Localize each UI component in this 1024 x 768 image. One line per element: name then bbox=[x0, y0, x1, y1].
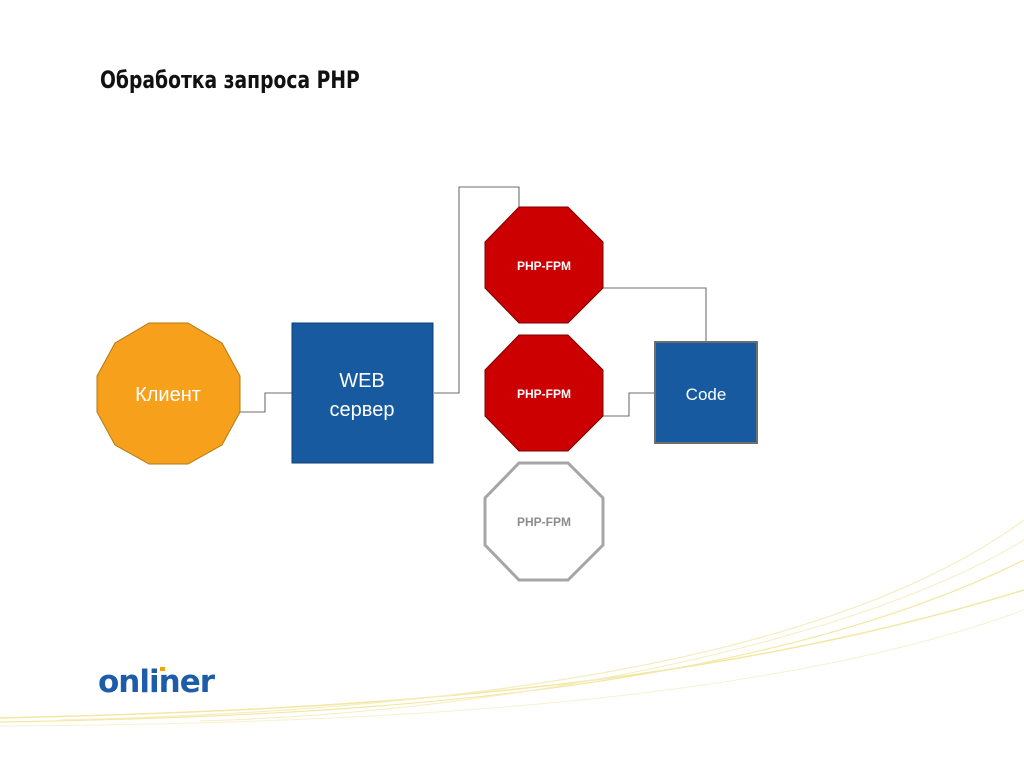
php-fpm-node-1: PHP-FPM bbox=[484, 206, 604, 324]
connector-phpfpm1-code bbox=[603, 287, 707, 342]
onliner-logo-text: onliner bbox=[98, 664, 216, 700]
php-fpm-1-label: PHP-FPM bbox=[517, 259, 571, 273]
connector-client-web bbox=[240, 392, 292, 413]
php-fpm-node-3: PHP-FPM bbox=[483, 461, 605, 582]
php-fpm-node-2: PHP-FPM bbox=[484, 334, 604, 452]
client-label: Клиент bbox=[135, 384, 201, 406]
web-server-label-line1: WEB bbox=[339, 370, 385, 392]
code-node: Code bbox=[654, 341, 758, 444]
logo-accent-mark bbox=[160, 667, 165, 671]
connectors bbox=[240, 186, 707, 417]
onliner-logo: onliner bbox=[98, 664, 217, 700]
php-fpm-2-label: PHP-FPM bbox=[517, 387, 571, 401]
code-label: Code bbox=[686, 385, 727, 404]
connector-phpfpm2-code bbox=[603, 392, 655, 417]
client-node: Клиент bbox=[96, 322, 241, 465]
decorative-curves bbox=[0, 519, 1024, 727]
php-fpm-3-label: PHP-FPM bbox=[517, 515, 571, 529]
connector-web-phpfpm1 bbox=[434, 186, 520, 394]
web-server-label-line2: сервер bbox=[330, 399, 395, 421]
slide-title: Обработка запроса PHP bbox=[100, 66, 360, 94]
web-server-node: WEB сервер bbox=[291, 322, 434, 464]
